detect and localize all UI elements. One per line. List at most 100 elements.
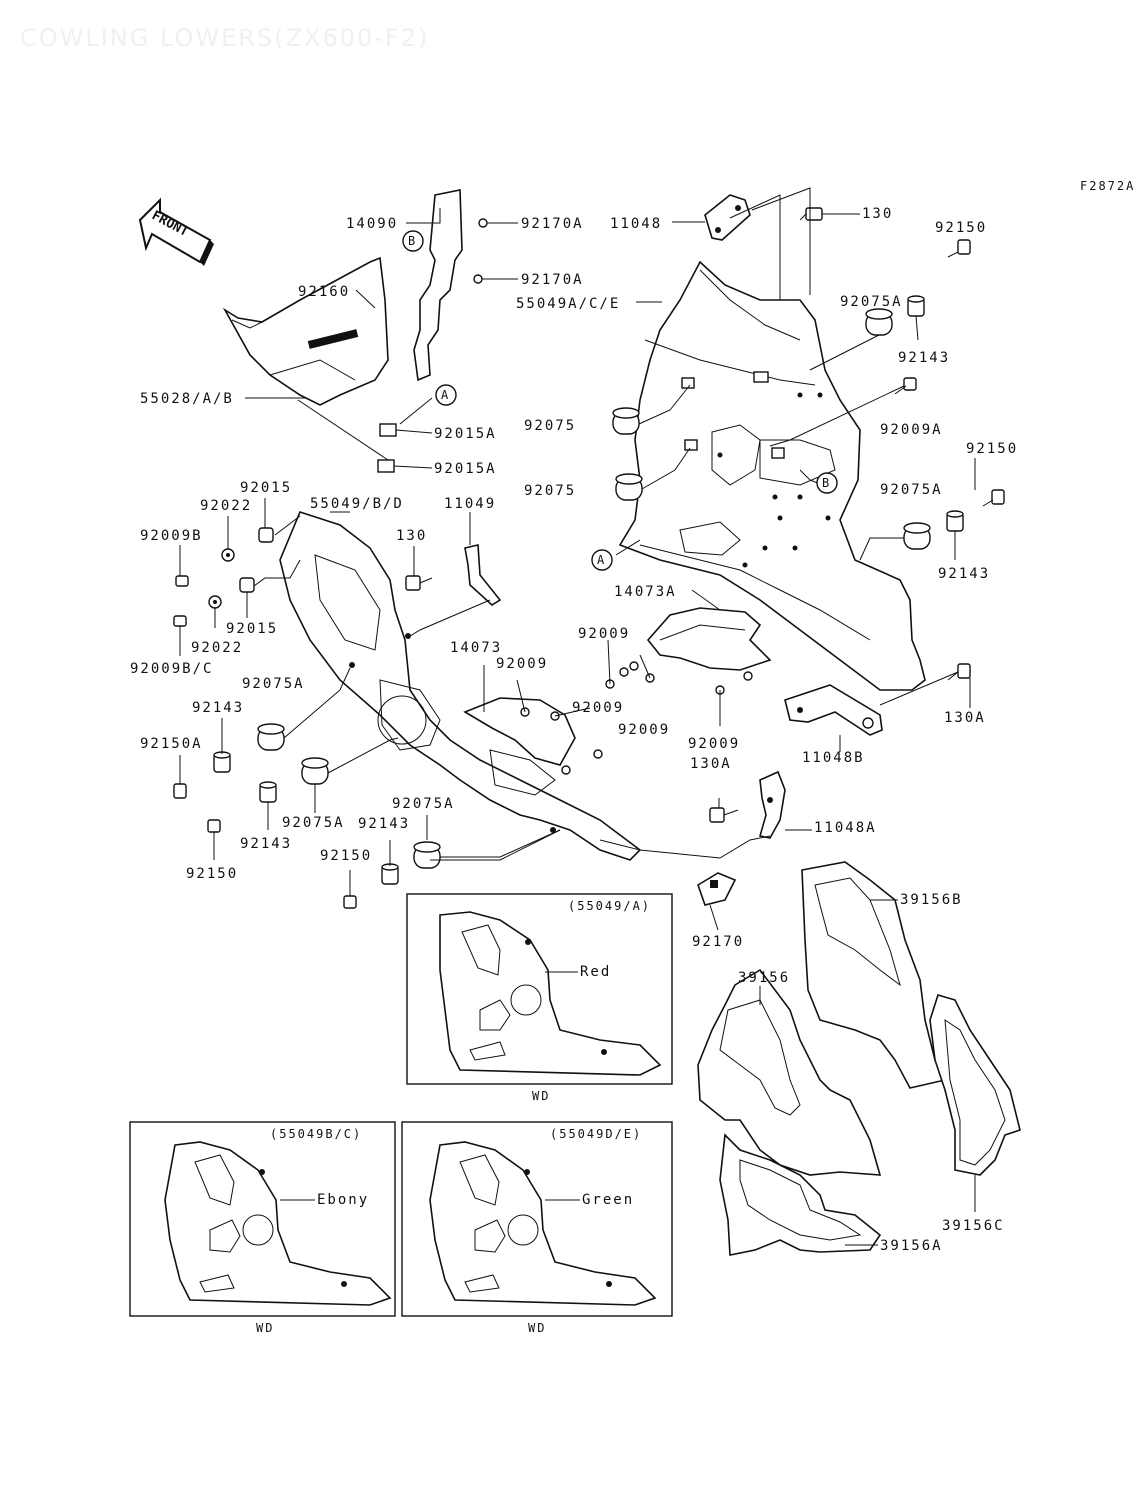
variant-code: (55049/A) <box>568 899 651 913</box>
label-92170a-1: 92170A <box>521 216 584 232</box>
collar-92143-l-icon <box>213 751 231 773</box>
label-39156: 39156 <box>738 970 790 986</box>
figure-code: F2872A <box>1080 179 1135 193</box>
label-92009-5: 92009 <box>688 736 740 752</box>
label-92015-1: 92015 <box>240 480 292 496</box>
label-92075a-r2: 92075A <box>880 482 943 498</box>
grommet-92075a-b2-icon <box>413 841 441 869</box>
label-92143-l: 92143 <box>192 700 244 716</box>
variant-color: Green <box>582 1192 634 1208</box>
label-130-top: 130 <box>862 206 893 222</box>
label-92075-1: 92075 <box>524 418 576 434</box>
grommet-92075a-b1-icon <box>301 757 329 785</box>
shield-39156a <box>719 1133 882 1256</box>
collar-92143-b1-icon <box>259 781 277 803</box>
label-92009-4: 92009 <box>618 722 670 738</box>
rivet-92170a-lower <box>473 274 483 284</box>
clip-92170 <box>697 872 737 906</box>
diagram-title: COWLING LOWERS(ZX600-F2) <box>20 24 429 52</box>
label-11048: 11048 <box>610 216 662 232</box>
grommet-92075a-r2-icon <box>903 522 931 550</box>
label-92015a-2: 92015A <box>434 461 497 477</box>
label-55049bd: 55049/B/D <box>310 496 404 512</box>
variant-inset-ebony: (55049B/C) Ebony <box>129 1121 396 1317</box>
label-92009-2: 92009 <box>496 656 548 672</box>
collar-92015-1-icon <box>258 527 274 543</box>
label-92009b: 92009B <box>140 528 203 544</box>
bolt-130-top-icon <box>799 207 823 221</box>
nut-92015a-lower <box>377 459 395 473</box>
callout-a-top <box>435 384 457 406</box>
svg-text:B: B <box>408 234 417 248</box>
label-92150-b1: 92150 <box>186 866 238 882</box>
bolt-92009a-icon <box>894 377 917 395</box>
label-92143-r1: 92143 <box>898 350 950 366</box>
bolt-92150-tr1-icon <box>947 239 971 258</box>
label-39156a: 39156A <box>880 1238 943 1254</box>
collar-92143-b2-icon <box>381 863 399 885</box>
nut-92015a-upper <box>379 423 397 437</box>
label-55028: 55028/A/B <box>140 391 234 407</box>
label-92150a: 92150A <box>140 736 203 752</box>
label-92015-2: 92015 <box>226 621 278 637</box>
callout-a-right <box>591 549 613 571</box>
svg-text:A: A <box>597 553 606 567</box>
label-11048a: 11048A <box>814 820 877 836</box>
grommet-92075-1-icon <box>612 407 640 435</box>
bracket-14090 <box>413 189 463 382</box>
leader-lines <box>179 187 976 931</box>
screw-92009bc-icon <box>173 615 187 627</box>
bracket-11048 <box>704 194 751 241</box>
variant-code: (55049B/C) <box>270 1127 362 1141</box>
svg-text:A: A <box>441 388 450 402</box>
collar-92143-r1-icon <box>907 295 925 317</box>
inner-cover-55028 <box>222 256 389 406</box>
label-92022-1: 92022 <box>200 498 252 514</box>
label-39156b: 39156B <box>900 892 963 908</box>
label-92150-tr2: 92150 <box>966 441 1018 457</box>
bolt-130a-m-icon <box>709 807 739 823</box>
label-55049ace: 55049A/C/E <box>516 296 620 312</box>
washer-92022-2-icon <box>208 595 222 609</box>
label-130a-r: 130A <box>944 710 986 726</box>
label-92150-b2: 92150 <box>320 848 372 864</box>
hardware <box>173 207 1005 909</box>
label-92170a-2: 92170A <box>521 272 584 288</box>
variant-inset-red: (55049/A) Red <box>406 893 673 1085</box>
rivet-92170a-upper <box>478 218 488 228</box>
label-92009a: 92009A <box>880 422 943 438</box>
label-14073: 14073 <box>450 640 502 656</box>
variant-market: WD <box>256 1321 274 1335</box>
label-92075a-b2: 92075A <box>392 796 455 812</box>
label-92075a-b1: 92075A <box>282 815 345 831</box>
label-92143-b1: 92143 <box>240 836 292 852</box>
grommet-92075a-l-icon <box>257 723 285 751</box>
variant-inset-green: (55049D/E) Green <box>401 1121 673 1317</box>
heat-shields <box>697 861 1021 1256</box>
collar-92143-r2-icon <box>946 510 964 532</box>
screw-92009b-icon <box>175 575 189 587</box>
cowling-left-55049 <box>279 511 642 861</box>
label-39156c: 39156C <box>942 1218 1005 1234</box>
label-14073a: 14073A <box>614 584 677 600</box>
callout-b-top <box>402 230 424 252</box>
label-92150-tr1: 92150 <box>935 220 987 236</box>
variant-color: Ebony <box>317 1192 369 1208</box>
part-labels: 14090 92170A 92170A 92160 55028/A/B 9201… <box>130 206 1018 1254</box>
label-92075a-r1: 92075A <box>840 294 903 310</box>
label-130a-m: 130A <box>690 756 732 772</box>
collar-92015-2-icon <box>239 577 255 593</box>
label-11048b: 11048B <box>802 750 865 766</box>
grommet-92075-2-icon <box>615 473 643 501</box>
shield-39156c <box>929 994 1021 1176</box>
bolt-92150-b2-icon <box>343 895 357 909</box>
label-130-mid: 130 <box>396 528 427 544</box>
bolt-92150-b1-icon <box>207 819 221 833</box>
washer-92022-1-icon <box>221 548 235 562</box>
label-92075-2: 92075 <box>524 483 576 499</box>
variant-market: WD <box>528 1321 546 1335</box>
label-11049: 11049 <box>444 496 496 512</box>
shield-39156 <box>697 968 882 1176</box>
label-14090: 14090 <box>346 216 398 232</box>
